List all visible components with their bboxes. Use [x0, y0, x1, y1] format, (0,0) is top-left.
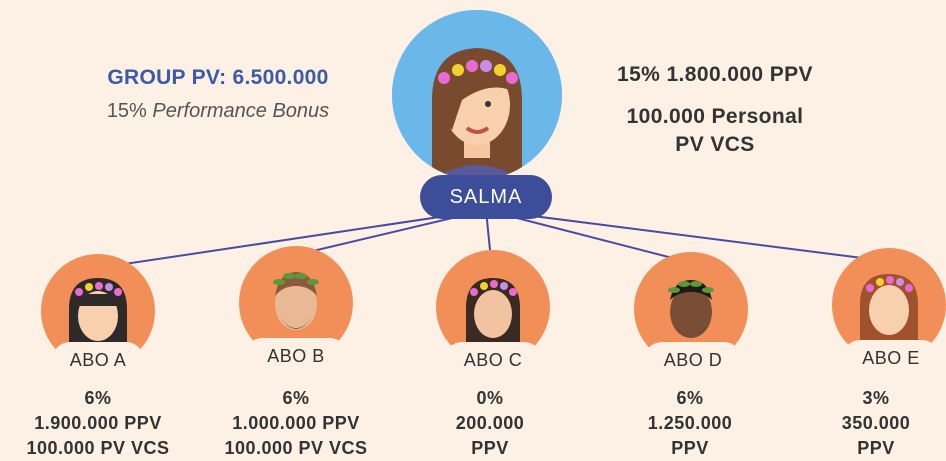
- abo-a-pill: ABO A: [52, 342, 144, 378]
- abo-c-pill: ABO C: [444, 342, 542, 378]
- woman-avatar-icon: [392, 10, 562, 180]
- connector-a: [97, 209, 487, 269]
- abo-a-stats: 6% 1.900.000 PPV 100.000 PV VCS: [0, 386, 196, 461]
- abo-b-line1: 1.000.000 PPV: [232, 413, 360, 433]
- abo-c-stats: 0% 200.000 PPV: [410, 386, 570, 461]
- abo-c-line1: 200.000: [455, 413, 525, 433]
- abo-d-pct: 6%: [676, 388, 704, 408]
- abo-b-line2: 100.000 PV VCS: [224, 438, 368, 458]
- leader-personal-pv-line2: PV VCS: [675, 133, 755, 156]
- group-bonus: 15% Performance Bonus: [58, 100, 378, 123]
- abo-e-stats: 3% 350.000 PPV: [806, 386, 946, 461]
- abo-d-pill: ABO D: [644, 342, 742, 378]
- abo-e-pct: 3%: [862, 388, 890, 408]
- flower-crown: [438, 60, 518, 84]
- leader-name-pill: SALMA: [420, 175, 552, 219]
- abo-a-line1: 1.900.000 PPV: [34, 413, 162, 433]
- abo-e-line2: PPV: [857, 438, 895, 458]
- abo-c-line2: PPV: [471, 438, 509, 458]
- abo-a-pct: 6%: [84, 388, 112, 408]
- abo-e-pill: ABO E: [842, 340, 940, 376]
- abo-d-line1: 1.250.000: [647, 413, 733, 433]
- abo-c-pct: 0%: [476, 388, 504, 408]
- abo-a-line2: 100.000 PV VCS: [26, 438, 170, 458]
- leader-personal-pv: 100.000 Personal PV VCS: [580, 103, 850, 159]
- leader-ppv: 15% 1.800.000 PPV: [617, 63, 813, 86]
- abo-d-line2: PPV: [671, 438, 709, 458]
- leader-avatar: [392, 10, 562, 180]
- bonus-percent: 15%: [106, 100, 147, 122]
- group-pv-title: GROUP PV: 6.500.000: [107, 66, 329, 89]
- abo-b-pct: 6%: [282, 388, 310, 408]
- abo-b-stats: 6% 1.000.000 PPV 100.000 PV VCS: [198, 386, 394, 461]
- abo-d-stats: 6% 1.250.000 PPV: [610, 386, 770, 461]
- abo-b-pill: ABO B: [244, 338, 348, 374]
- bonus-label: Performance Bonus: [152, 100, 330, 122]
- leader-personal-pv-line1: 100.000 Personal: [626, 105, 804, 128]
- connector-e: [485, 209, 879, 261]
- man-avatar-icon: [658, 280, 724, 366]
- abo-e-line1: 350.000: [841, 413, 911, 433]
